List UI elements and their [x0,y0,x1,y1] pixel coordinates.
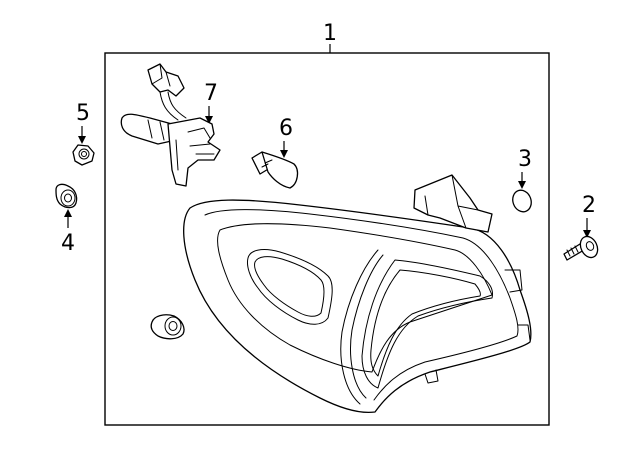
bulb-part[interactable] [251,151,299,189]
callout-7: 7 [204,81,218,124]
callout-3: 3 [518,147,532,189]
assembly-frame [104,52,550,426]
callout-number-3: 3 [518,147,532,172]
callout-number-1: 1 [323,21,337,46]
nut-part-4[interactable] [55,183,78,209]
nut-part-5[interactable] [72,144,95,166]
callout-number-2: 2 [582,193,596,218]
tail-lamp-assembly[interactable] [183,174,532,414]
callout-2: 2 [582,193,596,238]
callout-1: 1 [323,21,337,53]
nut-part-inner[interactable] [150,314,185,340]
socket-part[interactable] [120,63,221,187]
callout-number-6: 6 [279,116,293,141]
callout-6: 6 [279,116,293,158]
callout-number-7: 7 [204,81,218,106]
callout-number-5: 5 [76,101,90,126]
callout-number-4: 4 [61,231,75,256]
callout-5: 5 [76,101,90,144]
plug-part[interactable] [510,188,534,215]
callout-4: 4 [61,209,75,256]
screw-part[interactable] [563,234,601,261]
